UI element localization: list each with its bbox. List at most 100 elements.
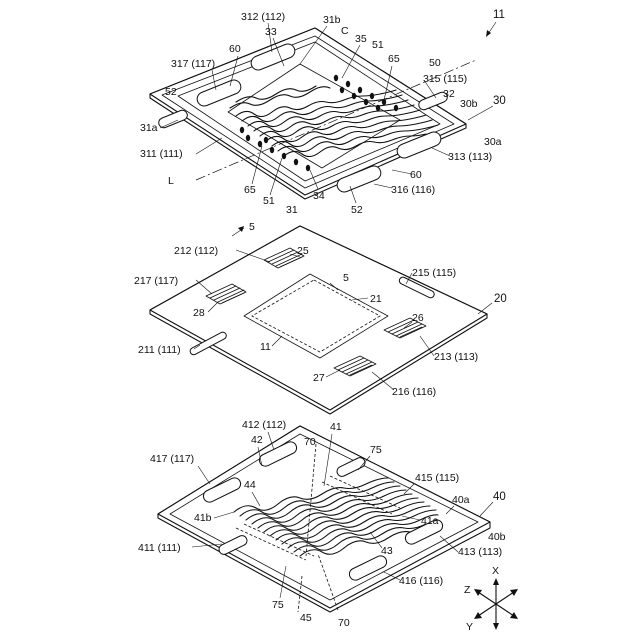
axis-z-arrow bbox=[474, 589, 482, 596]
label-45: 45 bbox=[300, 612, 312, 624]
label-C: C bbox=[341, 25, 349, 37]
bump bbox=[376, 105, 380, 111]
figure-number: 11 bbox=[486, 9, 505, 37]
label-21: 21 bbox=[370, 293, 382, 305]
label-25: 25 bbox=[297, 245, 309, 257]
label-31: 31 bbox=[286, 204, 298, 216]
plate-30: 312 (112) 33 31b C 35 51 60 65 50 315 (1… bbox=[140, 11, 506, 216]
bump bbox=[358, 87, 362, 93]
bump bbox=[364, 99, 368, 105]
label-413: 413 (113) bbox=[458, 546, 502, 558]
label-213: 213 (113) bbox=[434, 351, 478, 363]
bump bbox=[294, 159, 298, 165]
label-33: 33 bbox=[265, 26, 277, 38]
bump bbox=[258, 141, 262, 147]
bump bbox=[306, 165, 310, 171]
bump bbox=[264, 137, 268, 143]
plate-20: 5 212 (112) 25 215 (115) 217 (117) 5 20 … bbox=[134, 221, 507, 414]
label-215: 215 (115) bbox=[412, 267, 456, 279]
axis-z-neg-arrow bbox=[510, 612, 518, 619]
label-30b: 30b bbox=[460, 98, 478, 110]
label-40a: 40a bbox=[452, 494, 470, 506]
bump bbox=[240, 127, 244, 133]
label-313: 313 (113) bbox=[448, 151, 492, 163]
axis-y-label: Y bbox=[466, 621, 473, 633]
figure-label: 11 bbox=[493, 9, 505, 21]
axis-x-label: X bbox=[492, 565, 499, 577]
label-26: 26 bbox=[412, 312, 424, 324]
label-51-top: 51 bbox=[372, 39, 384, 51]
label-43: 43 bbox=[381, 545, 393, 557]
axis-z-label: Z bbox=[464, 584, 471, 596]
label-44: 44 bbox=[244, 479, 256, 491]
axis-y-neg-arrow bbox=[510, 589, 518, 596]
label-30: 30 bbox=[493, 95, 506, 107]
label-417: 417 (117) bbox=[150, 453, 194, 465]
axis-z-line bbox=[478, 592, 496, 604]
label-35: 35 bbox=[355, 33, 367, 45]
label-70-bottom: 70 bbox=[338, 617, 350, 629]
leader-316 bbox=[374, 184, 392, 188]
label-311: 311 (111) bbox=[140, 148, 183, 160]
label-L: L bbox=[168, 175, 174, 187]
label-411: 411 (111) bbox=[138, 542, 181, 554]
axis-y-arrow bbox=[474, 612, 482, 619]
axis-triad: X Z Y bbox=[464, 565, 518, 633]
label-5-mid: 5 bbox=[343, 272, 349, 284]
leader-311 bbox=[196, 138, 222, 154]
label-42: 42 bbox=[251, 434, 263, 446]
label-65-top: 65 bbox=[388, 53, 400, 65]
axis-y-neg-line bbox=[496, 592, 514, 604]
label-75-bottom: 75 bbox=[272, 599, 284, 611]
label-27: 27 bbox=[313, 372, 325, 384]
label-70-top: 70 bbox=[304, 436, 316, 448]
label-32: 32 bbox=[443, 88, 455, 100]
label-51-bottom: 51 bbox=[263, 195, 275, 207]
label-416: 416 (116) bbox=[399, 575, 443, 587]
leader-417 bbox=[198, 466, 210, 484]
label-211: 211 (111) bbox=[138, 344, 181, 356]
axis-x-arrow bbox=[493, 578, 499, 585]
leader-40 bbox=[480, 502, 493, 516]
label-28: 28 bbox=[193, 307, 205, 319]
axis-y-line bbox=[478, 604, 496, 616]
label-31a: 31a bbox=[140, 122, 158, 134]
bump bbox=[334, 75, 338, 81]
label-41b: 41b bbox=[194, 512, 212, 524]
bump bbox=[370, 93, 374, 99]
bump bbox=[340, 87, 344, 93]
plate-40: 412 (112) 41 42 70 75 417 (117) 415 (115… bbox=[138, 419, 506, 629]
bump bbox=[394, 105, 398, 111]
label-34: 34 bbox=[313, 190, 325, 202]
label-20: 20 bbox=[494, 293, 507, 305]
label-41: 41 bbox=[330, 421, 342, 433]
label-217: 217 (117) bbox=[134, 275, 178, 287]
leader-20 bbox=[478, 303, 492, 314]
label-52-left: 52 bbox=[165, 86, 177, 98]
label-415: 415 (115) bbox=[415, 472, 459, 484]
label-315: 315 (115) bbox=[423, 73, 467, 85]
bump bbox=[246, 135, 250, 141]
label-30a: 30a bbox=[484, 136, 502, 148]
label-11: 11 bbox=[260, 341, 271, 353]
leader-60-right bbox=[392, 170, 412, 174]
label-31b: 31b bbox=[323, 14, 341, 26]
label-5-top: 5 bbox=[249, 221, 255, 233]
label-312: 312 (112) bbox=[241, 11, 285, 23]
label-60-right: 60 bbox=[410, 169, 422, 181]
axis-z-neg-line bbox=[496, 604, 514, 616]
label-52-bottom: 52 bbox=[351, 204, 363, 216]
axis-x-neg-arrow bbox=[493, 623, 499, 630]
label-50: 50 bbox=[429, 57, 441, 69]
bump bbox=[282, 153, 286, 159]
label-412: 412 (112) bbox=[242, 419, 286, 431]
label-212: 212 (112) bbox=[174, 245, 218, 257]
label-40b: 40b bbox=[488, 531, 506, 543]
label-65-bottom: 65 bbox=[244, 184, 256, 196]
label-316: 316 (116) bbox=[391, 184, 435, 196]
label-60-top: 60 bbox=[229, 43, 241, 55]
label-216: 216 (116) bbox=[392, 386, 436, 398]
bump bbox=[346, 81, 350, 87]
